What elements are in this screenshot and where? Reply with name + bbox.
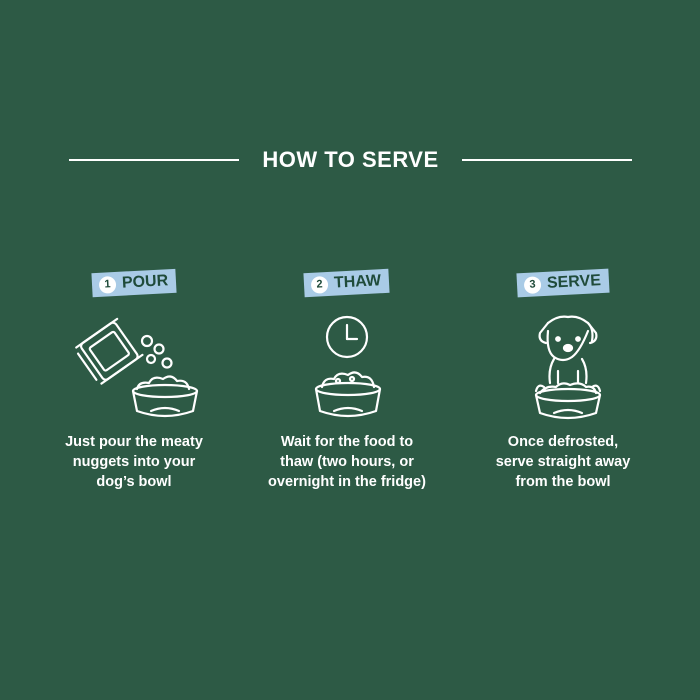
step-badge: 3 SERVE (516, 268, 610, 298)
clock-bowl-icon (314, 315, 382, 418)
step-label: SERVE (546, 272, 602, 292)
step-label: POUR (121, 272, 169, 292)
step-caption: Just pour the meaty nuggets into your do… (65, 434, 203, 490)
dog-bowl-icon (534, 315, 602, 420)
step-thaw: 2 THAW Wait for the food to thaw (two ho… (237, 265, 457, 492)
step-badge: 2 THAW (303, 268, 391, 298)
step-number: 2 (311, 275, 329, 294)
step-caption: Wait for the food to thaw (two hours, or… (268, 434, 426, 490)
food-bag-pour-icon (75, 317, 199, 418)
section-header: HOW TO SERVE (69, 146, 632, 174)
step-badge: 1 POUR (91, 268, 177, 298)
step-caption: Once defrosted, serve straight away from… (495, 434, 631, 490)
right-divider (461, 159, 632, 161)
step-pour: 1 POUR Just pour the meaty nuggets into … (24, 265, 244, 492)
step-number: 1 (98, 275, 117, 294)
left-divider (69, 159, 239, 161)
step-label: THAW (333, 272, 382, 292)
step-serve: 3 SERVE Once defrosted, serve straight a… (453, 265, 673, 492)
step-number: 3 (523, 275, 542, 294)
page-title: HOW TO SERVE (262, 147, 439, 172)
